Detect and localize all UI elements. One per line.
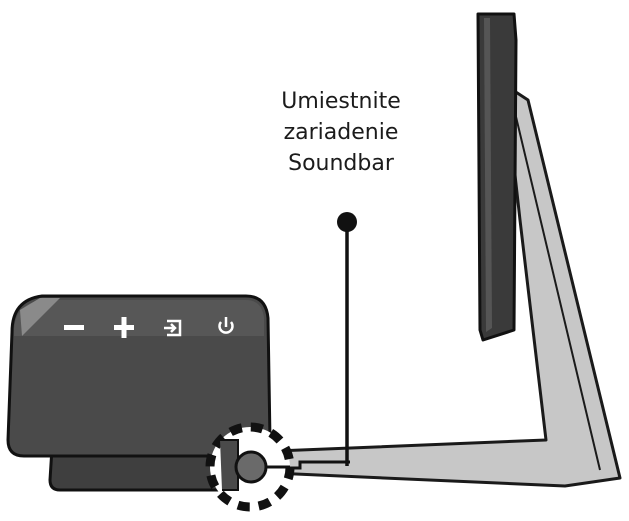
callout-line-1: Umiestnite xyxy=(281,89,401,114)
tv-bezel xyxy=(484,18,492,332)
soundbar-corner xyxy=(20,298,60,336)
sensor xyxy=(234,450,268,484)
power-icon[interactable] xyxy=(218,317,234,334)
callout-line-2: zariadenie xyxy=(283,120,399,145)
callout-dot xyxy=(337,212,357,232)
stand-edge xyxy=(511,99,601,471)
tv-panel xyxy=(476,12,518,342)
plus-icon[interactable] xyxy=(114,317,134,338)
soundbar-base xyxy=(48,446,232,492)
input-source-icon[interactable] xyxy=(164,319,182,337)
callout-line-3: Soundbar xyxy=(288,151,394,176)
minus-icon[interactable] xyxy=(64,325,84,330)
placement-callout: Umiestnite zariadenie Soundbar xyxy=(256,86,426,179)
